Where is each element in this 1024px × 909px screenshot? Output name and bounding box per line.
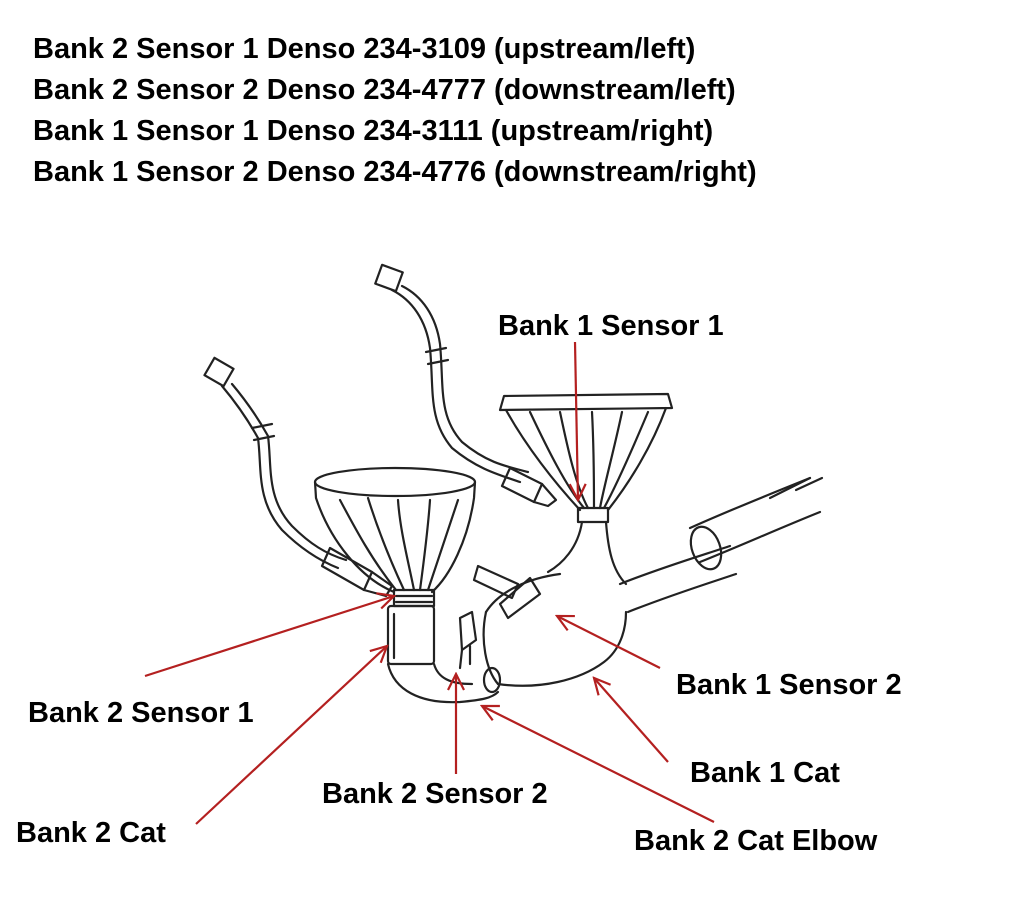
header-line-4: Bank 1 Sensor 2 Denso 234-4776 (downstre… — [33, 156, 757, 188]
arrow-bank1-cat — [594, 678, 669, 763]
bank1-sensor1-wire — [374, 263, 558, 508]
bank2-cat — [386, 604, 502, 704]
arrow-bank2-sensor1 — [144, 596, 394, 678]
callout-bank2-cat: Bank 2 Cat — [16, 817, 166, 849]
callout-bank2-cat-elbow: Bank 2 Cat Elbow — [634, 825, 878, 857]
arrow-bank2-cat-elbow — [482, 706, 715, 823]
header-line-1: Bank 2 Sensor 1 Denso 234-3109 (upstream… — [33, 33, 696, 65]
bank1-cat — [472, 520, 628, 687]
bank2-sensor1-wire — [203, 356, 394, 598]
bank2-collector — [313, 466, 477, 608]
callout-bank1-cat: Bank 1 Cat — [690, 757, 840, 789]
header-line-2: Bank 2 Sensor 2 Denso 234-4777 (downstre… — [33, 74, 736, 106]
bank1-collector — [498, 392, 674, 524]
callout-bank1-sensor2: Bank 1 Sensor 2 — [676, 669, 902, 701]
arrow-bank1-sensor1 — [575, 341, 578, 500]
callout-bank1-sensor1: Bank 1 Sensor 1 — [498, 310, 724, 342]
arrow-bank2-cat — [195, 646, 387, 825]
tail-pipe — [618, 476, 824, 614]
header-line-3: Bank 1 Sensor 1 Denso 234-3111 (upstream… — [33, 115, 714, 147]
callout-bank2-sensor2: Bank 2 Sensor 2 — [322, 778, 548, 810]
callout-bank2-sensor1: Bank 2 Sensor 1 — [28, 697, 254, 729]
arrow-bank1-sensor2 — [557, 616, 661, 669]
